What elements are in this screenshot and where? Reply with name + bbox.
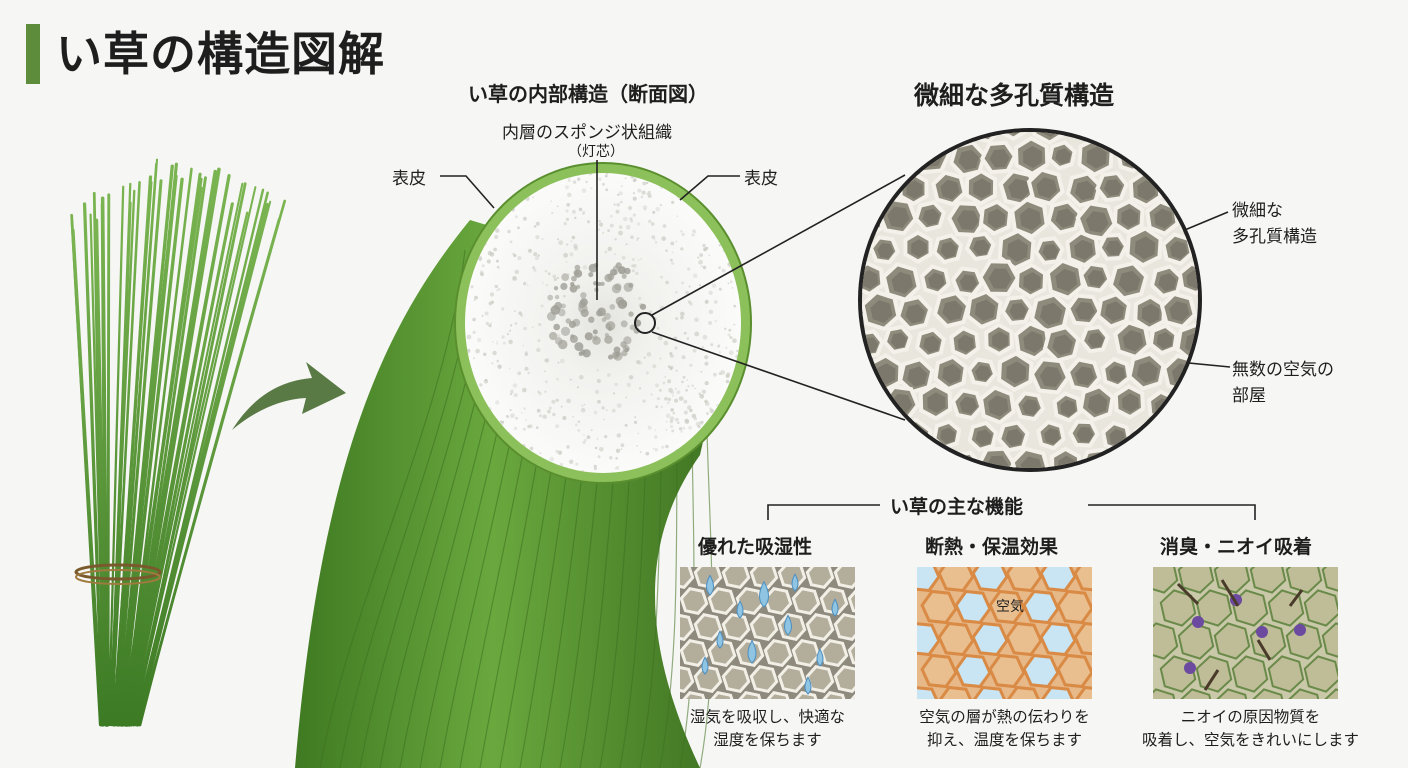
cross-section — [454, 162, 752, 484]
micro-heading: 微細な多孔質構造 — [914, 81, 1115, 110]
function-desc-deodorize: ニオイの原因物質を 吸着し、空気をきれいにします — [1128, 706, 1373, 753]
porous-label-line2: 多孔質構造 — [1232, 227, 1317, 247]
air-tag: 空気 — [996, 599, 1024, 615]
desc-line: 吸着し、空気をきれいにします — [1141, 731, 1359, 750]
function-title-moisture: 優れた吸湿性 — [698, 536, 813, 558]
desc-line: 湿気を吸収し、快適な — [689, 708, 845, 726]
functions-bracket — [767, 504, 1256, 520]
air-room-label-line2: 部屋 — [1232, 386, 1266, 406]
magnified-porous-view — [858, 128, 1202, 472]
desc-line: 湿度を保ちます — [713, 731, 822, 750]
functions-heading: い草の主な機能 — [890, 496, 1024, 518]
rush-bundle — [70, 158, 287, 727]
page-title: い草の構造図解 — [56, 27, 385, 81]
function-title-insulation: 断熱・保温効果 — [925, 536, 1059, 558]
cross-section-heading: い草の内部構造（断面図） — [468, 82, 708, 106]
panel-insulation — [917, 567, 1092, 699]
desc-line: 空気の層が熱の伝わりを — [919, 708, 1090, 726]
function-title-deodorize: 消臭・ニオイ吸着 — [1160, 536, 1313, 558]
desc-line: ニオイの原因物質を — [1180, 708, 1321, 726]
porous-label-line1: 微細な — [1232, 201, 1283, 221]
epidermis-left-label: 表皮 — [392, 169, 426, 189]
epidermis-right-label: 表皮 — [744, 169, 778, 189]
function-desc-insulation: 空気の層が熱の伝わりを 抑え、温度を保ちます — [897, 706, 1112, 753]
panel-deodorize — [1153, 567, 1338, 699]
panel-moisture — [680, 567, 855, 699]
arrow-icon — [232, 362, 346, 430]
core-label: 内層のスポンジ状組織 — [502, 123, 672, 143]
core-sub-label: （灯芯） — [568, 144, 624, 160]
function-desc-moisture: 湿気を吸収し、快適な 湿度を保ちます — [670, 706, 865, 753]
air-room-label-line1: 無数の空気の — [1232, 360, 1334, 380]
desc-line: 抑え、温度を保ちます — [926, 731, 1082, 750]
magnify-point — [634, 312, 656, 334]
title-accent-bar — [26, 24, 40, 84]
